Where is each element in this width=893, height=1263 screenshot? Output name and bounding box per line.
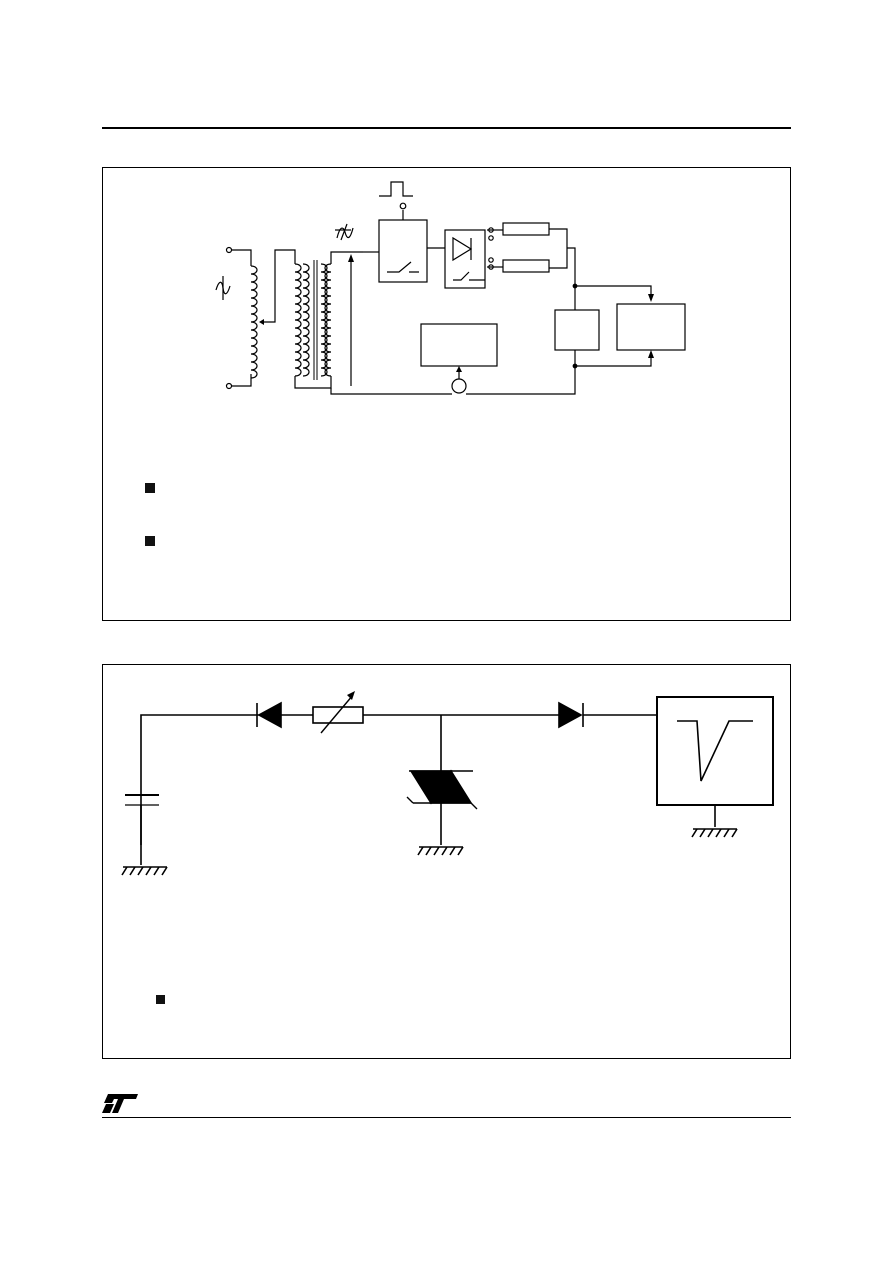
pulse-input-terminal	[399, 202, 407, 210]
monitor-box	[420, 323, 498, 367]
ac-source-icon	[215, 276, 231, 300]
header-rule	[102, 127, 791, 129]
bullet-2	[145, 536, 155, 546]
tvs-diode-icon	[406, 769, 478, 810]
primary-coil	[250, 265, 258, 379]
input-terminal-top	[225, 246, 233, 254]
ground-left-icon	[121, 866, 168, 876]
capacitor-icon	[125, 794, 159, 806]
pulse-waveform-icon	[379, 181, 413, 197]
resistor-ohm-1	[502, 222, 550, 236]
ac-output-icon	[335, 223, 354, 241]
output-coil	[320, 263, 332, 377]
figure-protection-panel	[102, 664, 791, 1059]
st-logo-icon	[102, 1092, 142, 1114]
coil-tap-wire	[261, 249, 296, 323]
negative-pulse-waveform-icon	[677, 720, 753, 782]
terminal-r2	[488, 264, 494, 270]
diode-bypass-box	[444, 229, 486, 289]
variable-resistor-icon	[312, 691, 364, 734]
protection-schematic	[121, 691, 774, 876]
ground-right-icon	[691, 828, 738, 838]
figure-test-setup-panel	[102, 167, 791, 621]
diode-right-icon	[558, 701, 584, 729]
resistor-ohm-2	[502, 259, 550, 273]
pulse-switch-box	[378, 219, 428, 283]
current-probe-icon	[451, 378, 467, 394]
diode-left-icon	[256, 701, 282, 729]
ground-middle-icon	[417, 846, 464, 856]
dut-box	[554, 309, 600, 351]
measurement-box	[616, 303, 686, 351]
test-setup-schematic	[215, 181, 686, 395]
terminal-r1	[488, 227, 494, 233]
bullet-3	[156, 995, 165, 1004]
bullet-1	[145, 483, 155, 493]
footer-rule	[102, 1117, 791, 1118]
secondary-coil	[294, 263, 310, 377]
input-terminal-bottom	[225, 382, 233, 390]
